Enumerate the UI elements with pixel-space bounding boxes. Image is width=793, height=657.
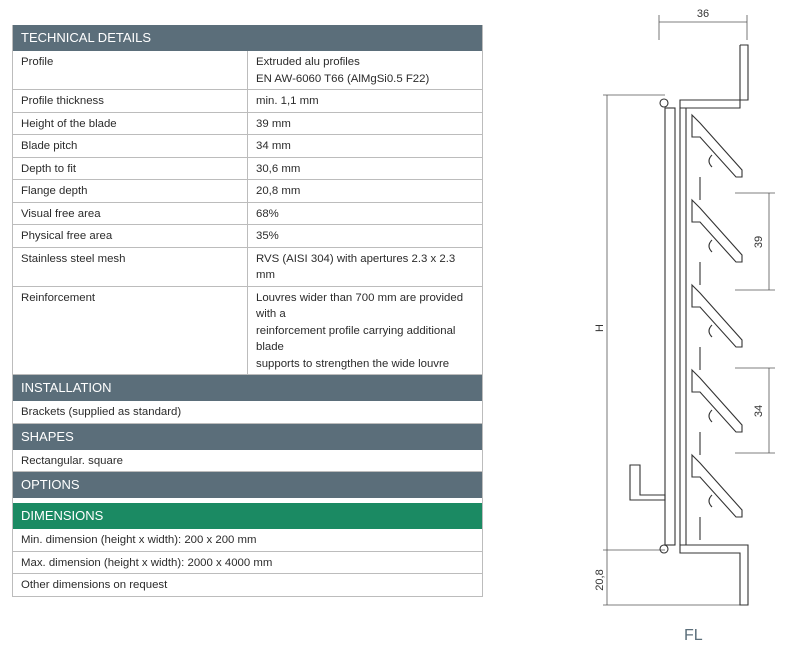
technical-row: Stainless steel mesh RVS (AISI 304) with … <box>13 247 482 287</box>
louvre-blade <box>691 113 743 200</box>
technical-row-label: Height of the blade <box>13 112 248 135</box>
technical-row: Blade pitch 34 mm <box>13 134 482 158</box>
technical-row-value: 35% <box>247 224 482 248</box>
technical-row-label: Blade pitch <box>13 134 248 158</box>
technical-row: Visual free area 68% <box>13 202 482 225</box>
dimension-row-text: Other dimensions on request <box>13 573 482 597</box>
technical-row-value: Louvres wider than 700 mm are provided w… <box>247 286 482 375</box>
technical-row-label: Flange depth <box>13 179 248 203</box>
flange-depth-label: 20,8 <box>594 569 606 590</box>
technical-row: Profile thickness min. 1,1 mm <box>13 89 482 113</box>
dimension-row: Min. dimension (height x width): 200 x 2… <box>13 528 482 552</box>
technical-row-value: 39 mm <box>247 112 482 135</box>
dimension-row: Max. dimension (height x width): 2000 x … <box>13 551 482 574</box>
blade-pitch-label: 34 <box>753 405 765 417</box>
installation-title: INSTALLATION <box>13 374 482 401</box>
technical-row: Profile Extruded alu profiles EN AW-6060 T… <box>13 50 482 90</box>
dimensions-panel: DIMENSIONS Min. dimension (height x widt… <box>12 503 483 597</box>
technical-row-value: 68% <box>247 202 482 225</box>
shapes-header: SHAPES <box>13 423 482 450</box>
options-header: OPTIONS <box>13 471 482 498</box>
technical-value-line: 34 mm <box>256 140 291 152</box>
shapes-row: Rectangular. square <box>13 449 482 472</box>
technical-row-label: Stainless steel mesh <box>13 247 248 287</box>
technical-value-line: 30,6 mm <box>256 162 301 175</box>
technical-details-header: TECHNICAL DETAILS <box>13 25 482 51</box>
shapes-title: SHAPES <box>13 423 482 450</box>
blade-height-label: 39 <box>753 236 765 248</box>
technical-row: Height of the blade 39 mm <box>13 112 482 135</box>
options-title: OPTIONS <box>13 471 482 498</box>
dimension-row-text: Max. dimension (height x width): 2000 x … <box>13 551 482 574</box>
dimensions-title: DIMENSIONS <box>13 503 482 529</box>
installation-row: Brackets (supplied as standard) <box>13 400 482 424</box>
technical-row-value: 34 mm <box>247 134 482 158</box>
technical-row-value: Extruded alu profiles EN AW-6060 T66 (AlM… <box>247 50 482 90</box>
technical-value-line: EN AW-6060 T66 (AlMgSi0.5 F22) <box>256 72 430 85</box>
technical-row-value: 20,8 mm <box>247 179 482 203</box>
technical-row-value: 30,6 mm <box>247 157 482 180</box>
technical-value-line: min. 1,1 mm <box>256 95 319 107</box>
bracket-profile <box>629 464 666 501</box>
technical-row-value: min. 1,1 mm <box>247 89 482 113</box>
seal-top <box>659 98 669 108</box>
installation-header: INSTALLATION <box>13 374 482 401</box>
technical-row: Flange depth 20,8 mm <box>13 179 482 203</box>
technical-value-line: Extruded alu profiles <box>256 56 360 68</box>
model-label: FL <box>684 627 703 644</box>
technical-value-line: 39 mm <box>256 117 291 130</box>
technical-details-title: TECHNICAL DETAILS <box>13 25 482 51</box>
installation-text: Brackets (supplied as standard) <box>13 400 482 424</box>
technical-row: Depth to fit 30,6 mm <box>13 157 482 180</box>
louvre-blade <box>691 453 743 540</box>
louvre-blade <box>691 368 743 455</box>
dimensions-table: DIMENSIONS Min. dimension (height x widt… <box>13 503 482 597</box>
width-dimension-label: 36 <box>697 8 709 20</box>
top-flange-profile <box>679 44 749 109</box>
mesh-frame <box>664 107 676 546</box>
technical-value-line: reinforcement profile carrying additiona… <box>256 324 456 354</box>
technical-row-label: Reinforcement <box>13 286 248 375</box>
dimensions-header: DIMENSIONS <box>13 503 482 529</box>
technical-row-value: RVS (AISI 304) with apertures 2.3 x 2.3 … <box>247 247 482 287</box>
technical-value-line: 35% <box>256 230 279 242</box>
dimension-row: Other dimensions on request <box>13 573 482 597</box>
louvre-blades <box>691 113 743 540</box>
technical-row: Reinforcement Louvres wider than 700 mm a… <box>13 286 482 375</box>
technical-row-label: Profile <box>13 50 248 90</box>
louvre-blade <box>691 283 743 370</box>
technical-value-line: 68% <box>256 207 279 220</box>
technical-row-label: Depth to fit <box>13 157 248 180</box>
technical-row-label: Physical free area <box>13 224 248 248</box>
louvre-cross-section-drawing: 36 H 39 34 20,8 <box>594 8 775 606</box>
technical-value-line: supports to strengthen the wide louvre <box>256 357 450 370</box>
technical-value-line: RVS (AISI 304) with apertures 2.3 x 2.3 … <box>256 252 456 282</box>
technical-value-line: 20,8 mm <box>256 185 301 197</box>
seal-bottom <box>659 544 669 554</box>
technical-row: Physical free area 35% <box>13 224 482 248</box>
dimension-row-text: Min. dimension (height x width): 200 x 2… <box>13 528 482 552</box>
louvre-blade <box>691 198 743 285</box>
technical-row-label: Profile thickness <box>13 89 248 113</box>
height-dimension-label: H <box>594 324 606 332</box>
technical-value-line: Louvres wider than 700 mm are provided w… <box>256 291 464 321</box>
bottom-flange-profile <box>679 544 749 606</box>
technical-row-label: Visual free area <box>13 202 248 225</box>
shapes-text: Rectangular. square <box>13 449 482 472</box>
